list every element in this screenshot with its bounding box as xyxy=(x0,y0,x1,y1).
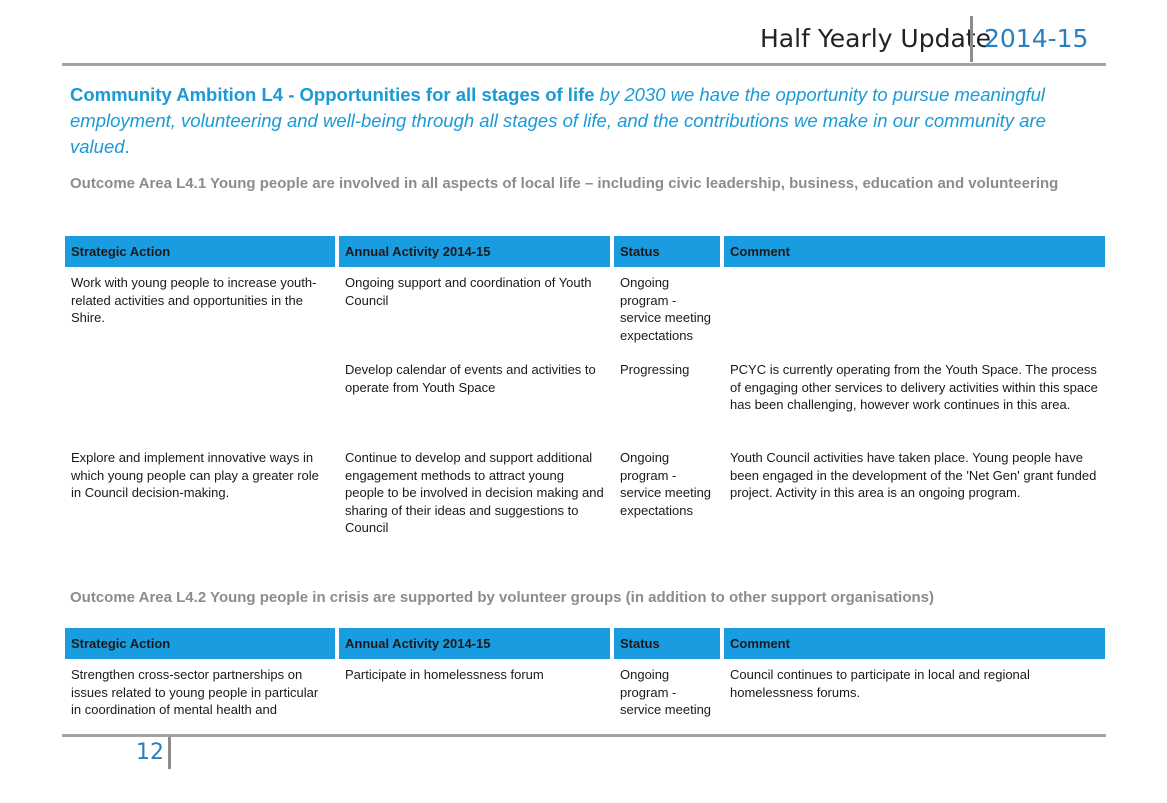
ambition-description: by 2030 we have the opportunity to pursu… xyxy=(70,84,1046,157)
cell-comment: Youth Council activities have taken plac… xyxy=(730,450,1097,500)
header-year: 2014-15 xyxy=(984,24,1089,53)
cell-annual-activity: Develop calendar of events and activitie… xyxy=(345,362,596,395)
header-title: Half Yearly Update xyxy=(760,24,991,53)
cell-comment xyxy=(724,267,1105,354)
cell-strategic-action: Explore and implement innovative ways in… xyxy=(71,450,319,500)
cell-status: Progressing xyxy=(620,362,690,377)
table-row: Develop calendar of events and activitie… xyxy=(65,354,1105,442)
outcome-area-l4-1: Outcome Area L4.1 Young people are invol… xyxy=(70,175,1059,192)
cell-comment: PCYC is currently operating from the You… xyxy=(730,362,1098,412)
footer-divider xyxy=(168,737,171,769)
cell-annual-activity: Participate in homelessness forum xyxy=(345,667,544,682)
community-ambition: Community Ambition L4 - Opportunities fo… xyxy=(70,82,1100,160)
cell-annual-activity: Continue to develop and support addition… xyxy=(345,450,604,535)
header-annual-activity: Annual Activity 2014-15 xyxy=(339,236,610,267)
cell-status: Ongoing program - service meeting xyxy=(620,667,712,717)
outcome-table-l4-1: Strategic Action Annual Activity 2014-15… xyxy=(65,236,1105,547)
table-row: Work with young people to increase youth… xyxy=(65,267,1105,354)
footer-rule xyxy=(62,734,1106,737)
table-row: Strengthen cross-sector partnerships on … xyxy=(65,659,1105,731)
header-strategic-action: Strategic Action xyxy=(65,628,335,659)
cell-comment: Council continues to participate in loca… xyxy=(730,667,1030,700)
cell-status: Ongoing program - service meeting expect… xyxy=(620,450,712,518)
cell-status: Ongoing program - service meeting expect… xyxy=(620,275,712,343)
cell-strategic-action: Work with young people to increase youth… xyxy=(71,275,317,325)
header-comment: Comment xyxy=(724,628,1105,659)
header-annual-activity: Annual Activity 2014-15 xyxy=(339,628,610,659)
cell-strategic-action xyxy=(65,354,335,442)
table-row: Explore and implement innovative ways in… xyxy=(65,442,1105,547)
page-number: 12 xyxy=(136,740,164,765)
table-header-row: Strategic Action Annual Activity 2014-15… xyxy=(65,628,1105,659)
ambition-end: . xyxy=(124,136,130,157)
header-rule xyxy=(62,63,1106,66)
outcome-table-l4-2: Strategic Action Annual Activity 2014-15… xyxy=(65,628,1105,731)
header-status: Status xyxy=(614,628,720,659)
header-status: Status xyxy=(614,236,720,267)
header-strategic-action: Strategic Action xyxy=(65,236,335,267)
cell-annual-activity: Ongoing support and coordination of Yout… xyxy=(345,275,592,308)
cell-strategic-action: Strengthen cross-sector partnerships on … xyxy=(71,667,319,717)
header-comment: Comment xyxy=(724,236,1105,267)
outcome-area-l4-2: Outcome Area L4.2 Young people in crisis… xyxy=(70,589,934,606)
table-header-row: Strategic Action Annual Activity 2014-15… xyxy=(65,236,1105,267)
ambition-title: Community Ambition L4 - Opportunities fo… xyxy=(70,84,595,105)
header-divider xyxy=(970,16,973,62)
